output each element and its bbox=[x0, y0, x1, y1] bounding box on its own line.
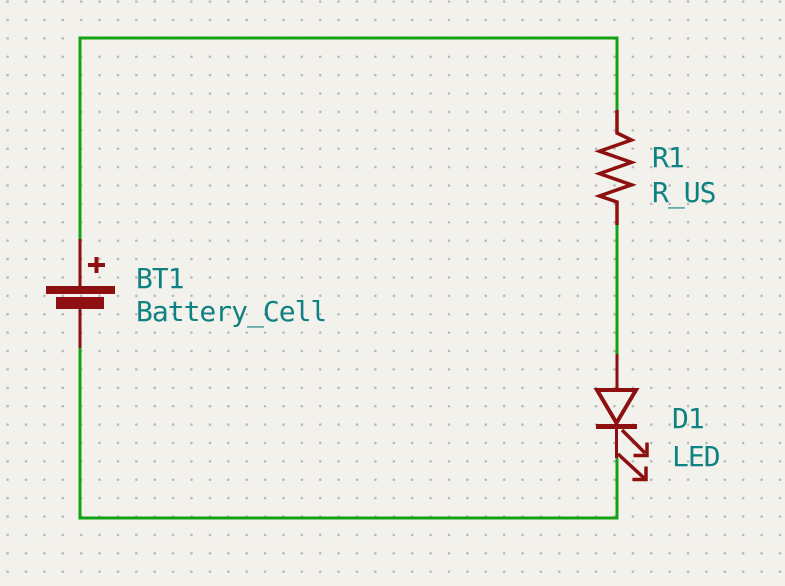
led-emission-arrows-icon bbox=[616, 428, 649, 482]
resistor-reference-label[interactable]: R1 bbox=[652, 141, 685, 174]
resistor-symbol[interactable] bbox=[594, 110, 637, 225]
battery-reference-label[interactable]: BT1 bbox=[136, 262, 185, 295]
battery-value-label[interactable]: Battery_Cell bbox=[136, 295, 327, 329]
battery-symbol[interactable] bbox=[46, 239, 115, 348]
battery-plus-icon bbox=[88, 257, 105, 273]
wire-bottom-loop[interactable] bbox=[78, 348, 619, 520]
resistor-value-label[interactable]: R_US bbox=[652, 176, 717, 210]
wire-top-loop[interactable] bbox=[78, 36, 619, 239]
led-value-label[interactable]: LED bbox=[672, 440, 721, 473]
led-symbol[interactable] bbox=[593, 354, 649, 482]
led-reference-label[interactable]: D1 bbox=[672, 402, 705, 435]
wires bbox=[78, 36, 619, 520]
led-triangle bbox=[593, 388, 640, 427]
resistor-zigzag bbox=[594, 110, 637, 225]
